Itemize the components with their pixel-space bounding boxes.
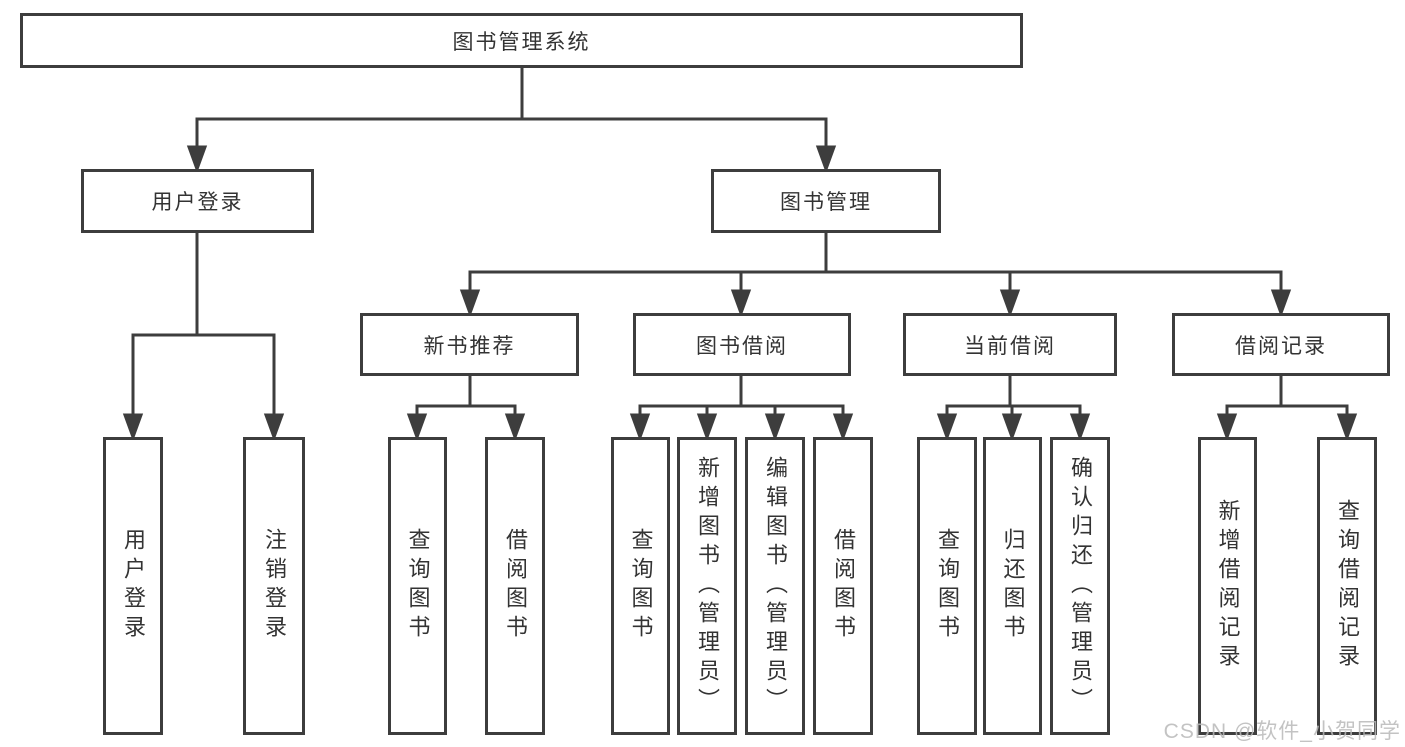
csdn-watermark: CSDN @软件_小贺同学	[1163, 720, 1401, 743]
node-new-book-recommend: 新书推荐	[360, 313, 579, 376]
leaf-query-books-current: 查询图书	[917, 437, 977, 735]
leaf-query-books-borrow: 查询图书	[611, 437, 670, 735]
node-library-management-system: 图书管理系统	[20, 13, 1023, 68]
node-book-management-module: 图书管理	[711, 169, 941, 233]
leaf-user-login: 用户登录	[103, 437, 163, 735]
leaf-return-books: 归还图书	[983, 437, 1042, 735]
leaf-confirm-return-admin: 确认归还（管理员）	[1050, 437, 1110, 735]
leaf-borrow-books: 借阅图书	[813, 437, 873, 735]
node-current-borrow: 当前借阅	[903, 313, 1117, 376]
leaf-query-borrow-record: 查询借阅记录	[1317, 437, 1377, 735]
leaf-borrow-books-recommend: 借阅图书	[485, 437, 545, 735]
leaf-add-borrow-record: 新增借阅记录	[1198, 437, 1257, 735]
leaf-logout: 注销登录	[243, 437, 305, 735]
leaf-edit-books-admin: 编辑图书（管理员）	[745, 437, 805, 735]
node-user-login-module: 用户登录	[81, 169, 314, 233]
leaf-add-books-admin: 新增图书（管理员）	[677, 437, 737, 735]
leaf-query-books-recommend: 查询图书	[388, 437, 447, 735]
node-book-borrow: 图书借阅	[633, 313, 851, 376]
node-borrow-records: 借阅记录	[1172, 313, 1390, 376]
